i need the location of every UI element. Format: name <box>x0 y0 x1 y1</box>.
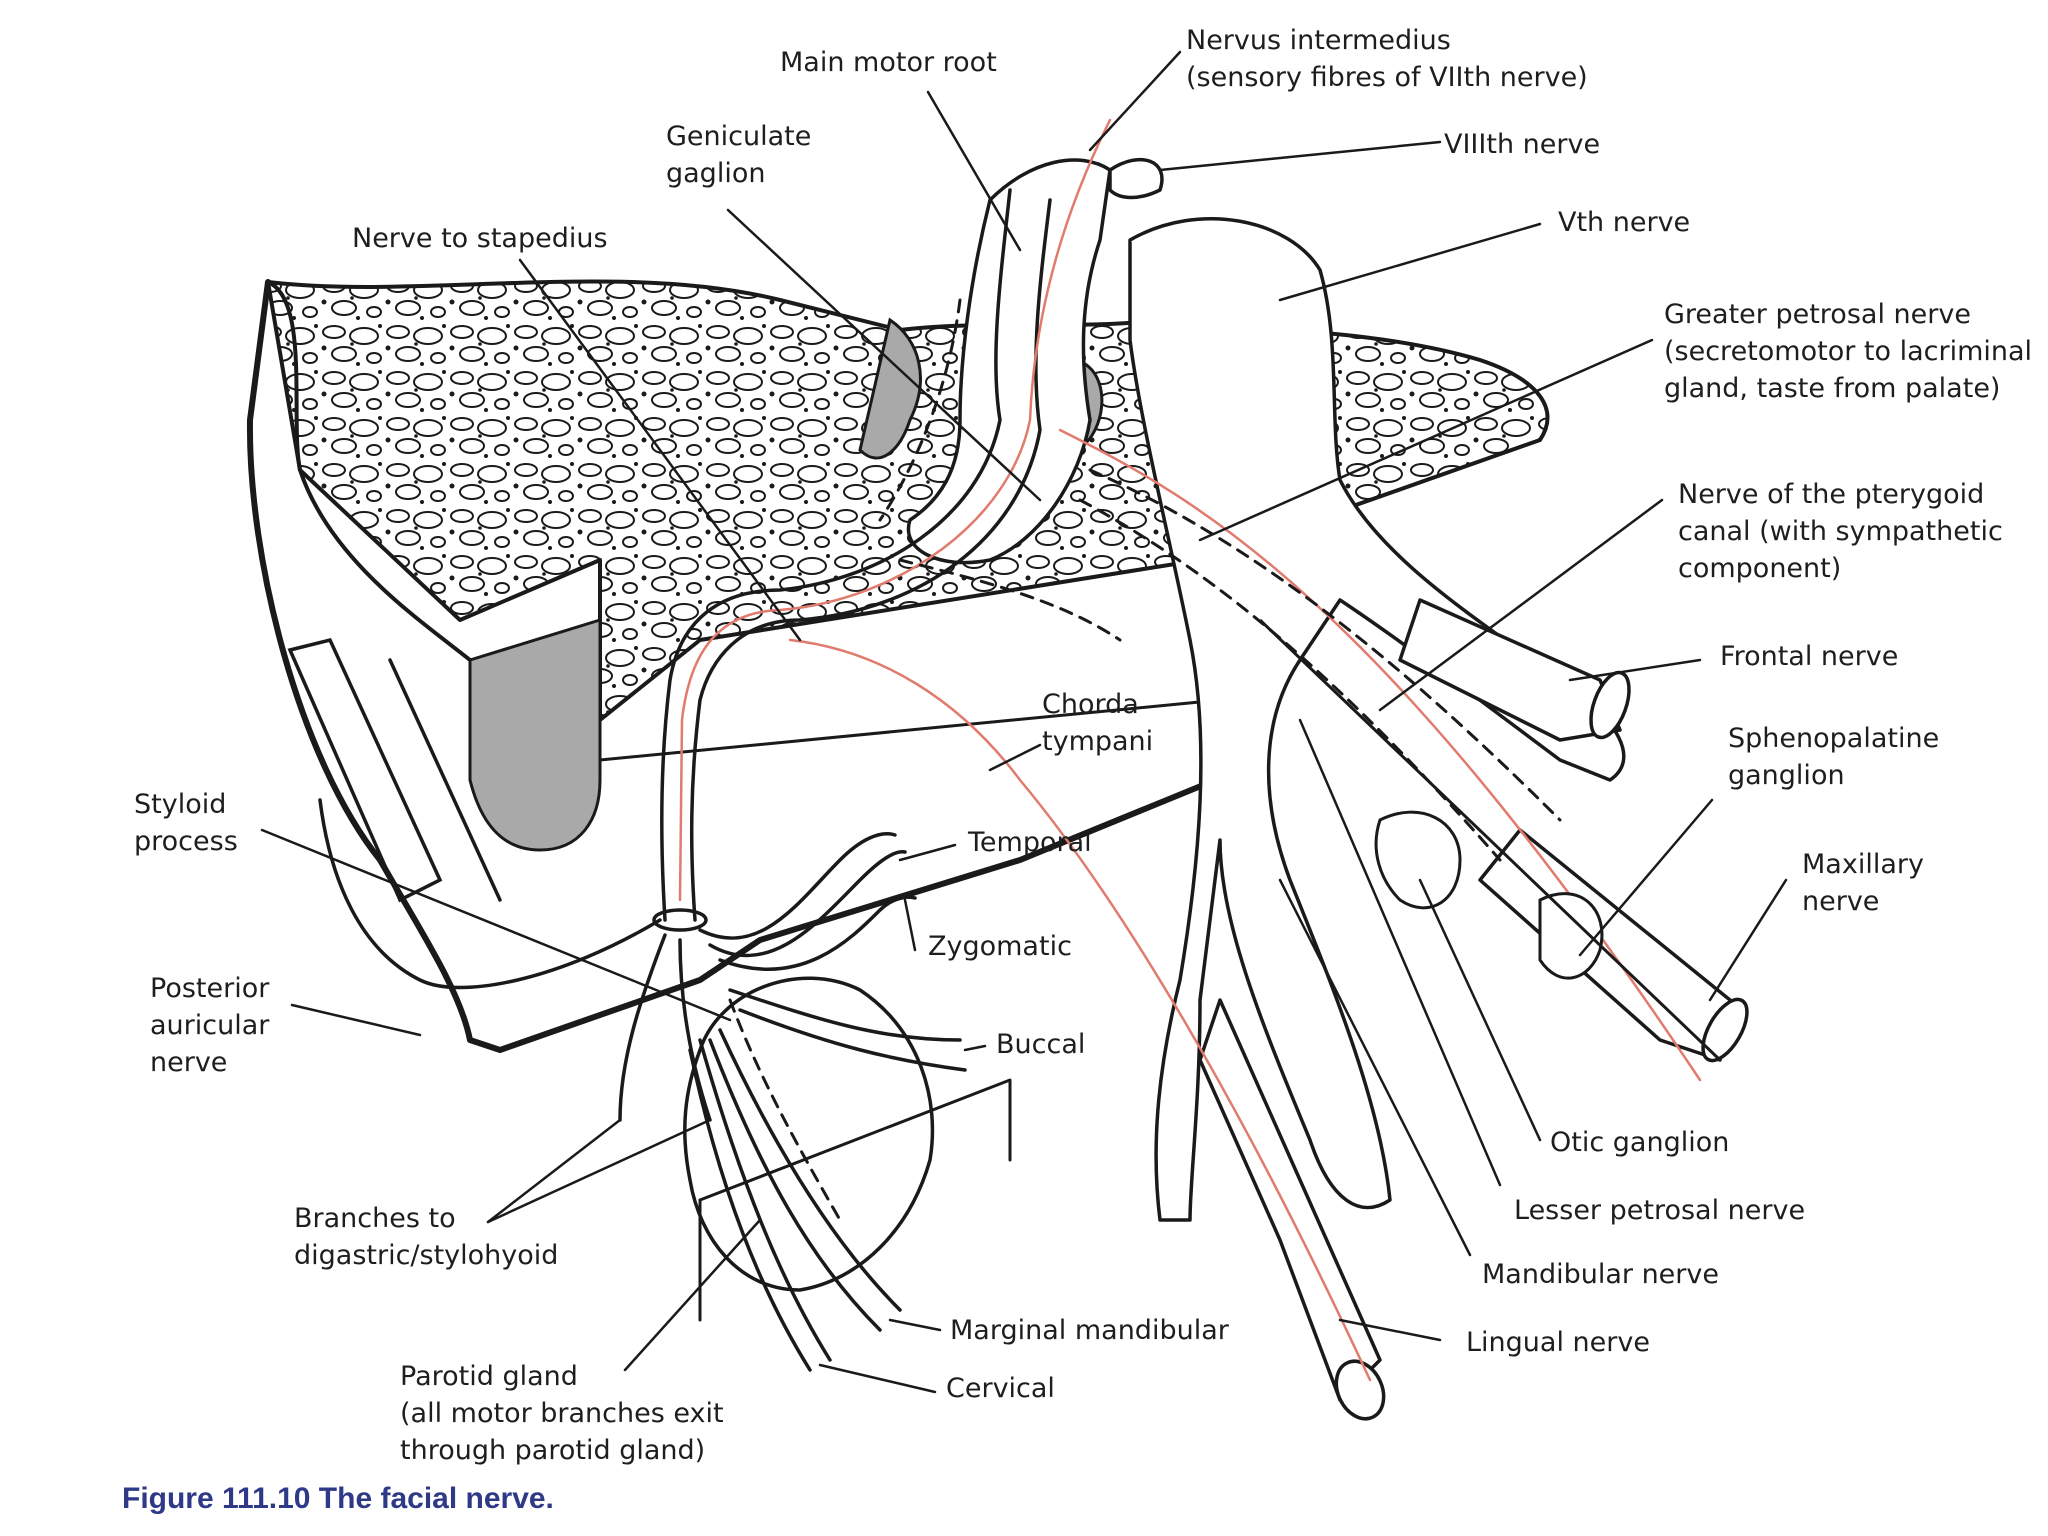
leader-mandibular-nerve <box>1278 878 1472 1257</box>
leader-frontal-nerve <box>1568 658 1702 682</box>
figure-caption: Figure 111.10 The facial nerve. <box>122 1482 554 1515</box>
label-lingual-nerve: Lingual nerve <box>1466 1327 1650 1358</box>
viiith-nerve-shape <box>1108 158 1164 200</box>
leader-branches-digastric-a <box>486 1118 622 1224</box>
branch-digastric-b <box>678 938 712 1122</box>
sphenopalatine-ganglion-shape <box>1538 892 1604 980</box>
nerve-roots <box>906 158 1749 1421</box>
leader-vth-nerve <box>1278 222 1542 302</box>
branch-buccal-b <box>738 1008 967 1072</box>
bone-left-edge <box>266 280 472 662</box>
label-viiith-nerve: VIIIth nerve <box>1444 129 1601 160</box>
leader-temporal <box>898 843 957 862</box>
styloid-process <box>287 637 502 903</box>
leader-styloid-process <box>260 828 732 1022</box>
dashed-greater-petrosal <box>1088 468 1562 822</box>
label-main-motor-root: Main motor root <box>780 47 997 78</box>
facial-canal-outer <box>659 188 1012 922</box>
label-branches-to-digastric: Branches to digastric/stylohyoid <box>294 1203 559 1271</box>
leader-marginal-mandibular <box>888 1318 942 1332</box>
label-posterior-auricular-nerve: Posterior auricular nerve <box>150 973 270 1078</box>
styloid-outline-a <box>287 637 443 903</box>
bone-outer-contour <box>246 279 1243 1053</box>
ganglia <box>1258 618 1722 1062</box>
leader-nerve-to-stapedius <box>518 258 802 642</box>
leader-lines <box>260 50 1788 1394</box>
label-buccal: Buccal <box>996 1029 1086 1060</box>
dashed-parotid-course <box>728 998 842 1222</box>
facial-nerve-trunk <box>906 158 1112 565</box>
label-maxillary-nerve: Maxillary nerve <box>1802 849 1924 917</box>
leader-viiith-nerve <box>1158 140 1442 172</box>
maxillary-nerve-cut-end <box>1701 997 1749 1063</box>
fibre-intermedius <box>678 118 1112 902</box>
leader-greater-petrosal <box>1198 338 1654 542</box>
label-cervical: Cervical <box>946 1373 1055 1404</box>
fibre-chorda-tympani <box>788 638 1372 1382</box>
leader-lingual-nerve <box>1338 1318 1442 1342</box>
otic-ganglion-shape <box>1374 810 1462 910</box>
leader-nervus-intermedius <box>1088 50 1182 152</box>
label-nervus-intermedius: Nervus intermedius (sensory fibres of VI… <box>1186 25 1588 93</box>
label-greater-petrosal-nerve: Greater petrosal nerve (secretomotor to … <box>1664 299 2033 404</box>
label-parotid-gland: Parotid gland (all motor branches exit t… <box>400 1361 724 1466</box>
dashed-chorda-path <box>898 558 1122 642</box>
branch-marginal-b <box>708 1038 882 1332</box>
frontal-nerve-shape <box>1398 598 1622 742</box>
label-zygomatic: Zygomatic <box>928 931 1072 962</box>
parotid-gland <box>683 976 935 1292</box>
branch-digastric-a <box>618 933 667 1122</box>
label-nerve-of-pterygoid-canal: Nerve of the pterygoid canal (with sympa… <box>1678 479 2003 584</box>
label-sphenopalatine-ganglion: Sphenopalatine ganglion <box>1728 723 1940 791</box>
parotid-outline <box>683 976 935 1292</box>
branch-posterior-auricular <box>318 798 662 990</box>
leader-buccal <box>963 1044 987 1052</box>
leader-zygomatic <box>903 898 917 952</box>
label-otic-ganglion: Otic ganglion <box>1550 1127 1730 1158</box>
extracranial-branches <box>318 798 967 1372</box>
label-mandibular-nerve: Mandibular nerve <box>1482 1259 1719 1290</box>
branch-temporal-a <box>698 832 897 940</box>
branch-zygomatic-a <box>718 895 917 971</box>
leader-main-motor-root <box>926 90 1022 252</box>
label-geniculate-ganglion: Geniculate gaglion <box>666 121 812 189</box>
styloid-outline-b <box>388 658 502 902</box>
leader-maxillary-nerve <box>1708 878 1788 1002</box>
leader-lesser-petrosal <box>1298 718 1502 1187</box>
middle-ear-shade <box>468 617 602 852</box>
label-styloid-process: Styloid process <box>134 789 238 857</box>
leader-chorda-tympani <box>988 743 1042 772</box>
inner-canal-shade <box>858 317 922 460</box>
label-temporal: Temporal <box>968 827 1092 858</box>
label-vth-nerve: Vth nerve <box>1558 207 1691 238</box>
leader-otic-ganglion <box>1418 878 1542 1142</box>
branch-cervical-a <box>698 1038 832 1362</box>
label-lesser-petrosal-nerve: Lesser petrosal nerve <box>1514 1195 1806 1226</box>
leader-pterygoid-canal <box>1378 498 1664 712</box>
leader-parotid-gland <box>623 1218 762 1372</box>
branch-marginal-a <box>718 1028 902 1312</box>
parotid-block-top <box>698 1078 1012 1202</box>
leader-cervical <box>818 1363 937 1394</box>
leader-sphenopalatine <box>1578 798 1714 957</box>
lingual-nerve-cut-end <box>1334 1359 1386 1421</box>
branch-temporal-b <box>708 850 907 958</box>
vth-nerve-shape <box>1128 216 1626 1222</box>
label-frontal-nerve: Frontal nerve <box>1720 641 1899 672</box>
label-marginal-mandibular: Marginal mandibular <box>950 1315 1229 1346</box>
leader-posterior-auricular <box>290 1003 422 1037</box>
maxillary-nerve-shape <box>1478 828 1732 1062</box>
dashed-intracanal <box>878 298 962 522</box>
branch-cervical-b <box>688 1048 812 1372</box>
leader-branches-digastric-b <box>486 1118 712 1224</box>
label-nerve-to-stapedius: Nerve to stapedius <box>352 223 608 254</box>
stylomastoid-exit <box>652 908 708 932</box>
branch-buccal-a <box>728 988 962 1042</box>
label-chorda-tympani: Chorda tympani <box>1042 689 1154 757</box>
pterygoid-canal-nerve <box>1258 618 1722 1062</box>
leader-geniculate-ganglion <box>726 208 1042 502</box>
